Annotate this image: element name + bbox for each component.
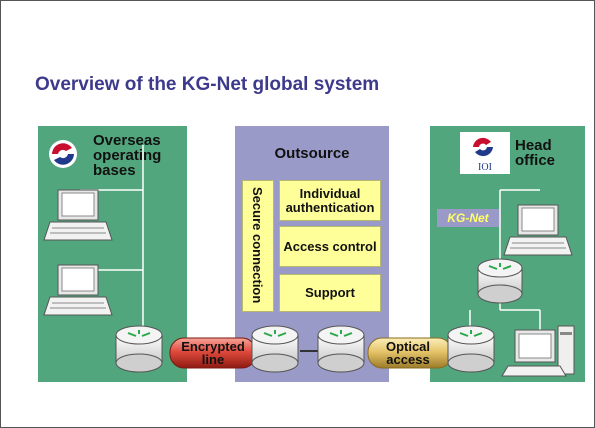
head-office-title: Head office bbox=[515, 138, 585, 168]
secure-connection-label: Secure connection bbox=[250, 186, 265, 304]
overseas-logo-icon bbox=[49, 140, 77, 168]
secure-connection-box bbox=[242, 180, 274, 312]
encrypted-line-label-line: Encrypted bbox=[181, 339, 245, 354]
access-control-box: Access control bbox=[279, 226, 381, 267]
router-icon bbox=[447, 325, 495, 373]
optical-access-label: Optical access bbox=[368, 340, 448, 366]
router-icon bbox=[251, 325, 299, 373]
support-box: Support bbox=[279, 274, 381, 312]
outsource-title: Outsource bbox=[274, 145, 350, 162]
overseas-title: Overseas operating bases bbox=[93, 133, 193, 178]
optical-access-label-line: access bbox=[386, 352, 430, 367]
laptop-icon bbox=[43, 189, 113, 241]
slide-title: Overview of the KG-Net global system bbox=[35, 74, 380, 95]
laptop-icon bbox=[503, 204, 573, 256]
head-office-title-line: Head bbox=[515, 137, 552, 154]
kg-net-tag: KG-Net bbox=[437, 209, 499, 227]
router-icon bbox=[477, 258, 523, 304]
desktop-computer-icon bbox=[501, 325, 575, 377]
head-office-logo-icon: IOI bbox=[460, 132, 510, 174]
laptop-icon bbox=[43, 264, 113, 316]
head-office-title-line: office bbox=[515, 152, 556, 169]
encrypted-line-label: Encrypted line bbox=[168, 340, 258, 366]
individual-authentication-box: Individual authentication bbox=[279, 180, 381, 221]
overseas-title-line: Overseas bbox=[93, 132, 161, 149]
router-icon bbox=[317, 325, 365, 373]
optical-access-label-line: Optical bbox=[385, 339, 431, 354]
overseas-title-line: bases bbox=[93, 162, 136, 179]
encrypted-line-label-line: line bbox=[201, 352, 225, 367]
router-icon bbox=[115, 325, 163, 373]
head-office-logo-text: IOI bbox=[478, 162, 492, 173]
overseas-title-line: operating bbox=[93, 147, 162, 164]
